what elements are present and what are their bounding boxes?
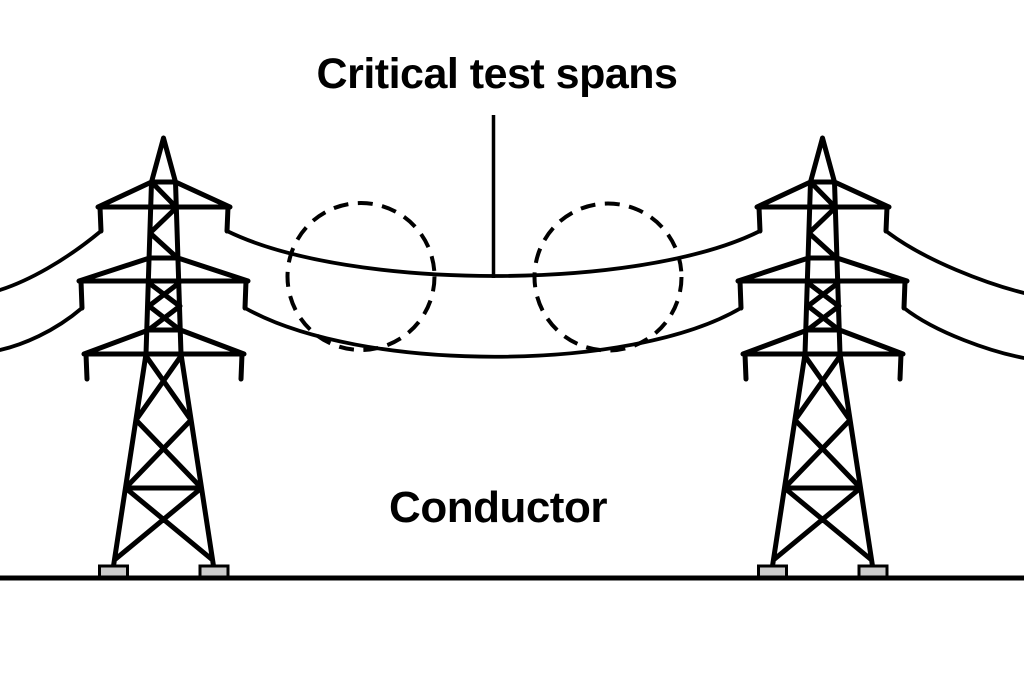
transmission-tower-right: [738, 138, 907, 577]
conductor-exit-right-lower: [902, 306, 1024, 360]
critical-span-circle-left: [285, 201, 437, 352]
conductor-exit-right-upper: [884, 229, 1024, 295]
conductor-exit-left-lower: [0, 306, 84, 352]
diagram-title: Critical test spans: [316, 50, 678, 98]
critical-span-circle-right: [532, 201, 684, 353]
conductor-span-lower: [243, 306, 743, 359]
conductor-exit-left-upper: [0, 229, 103, 292]
conductor-label: Conductor: [389, 483, 607, 532]
transmission-tower-left: [79, 138, 248, 577]
